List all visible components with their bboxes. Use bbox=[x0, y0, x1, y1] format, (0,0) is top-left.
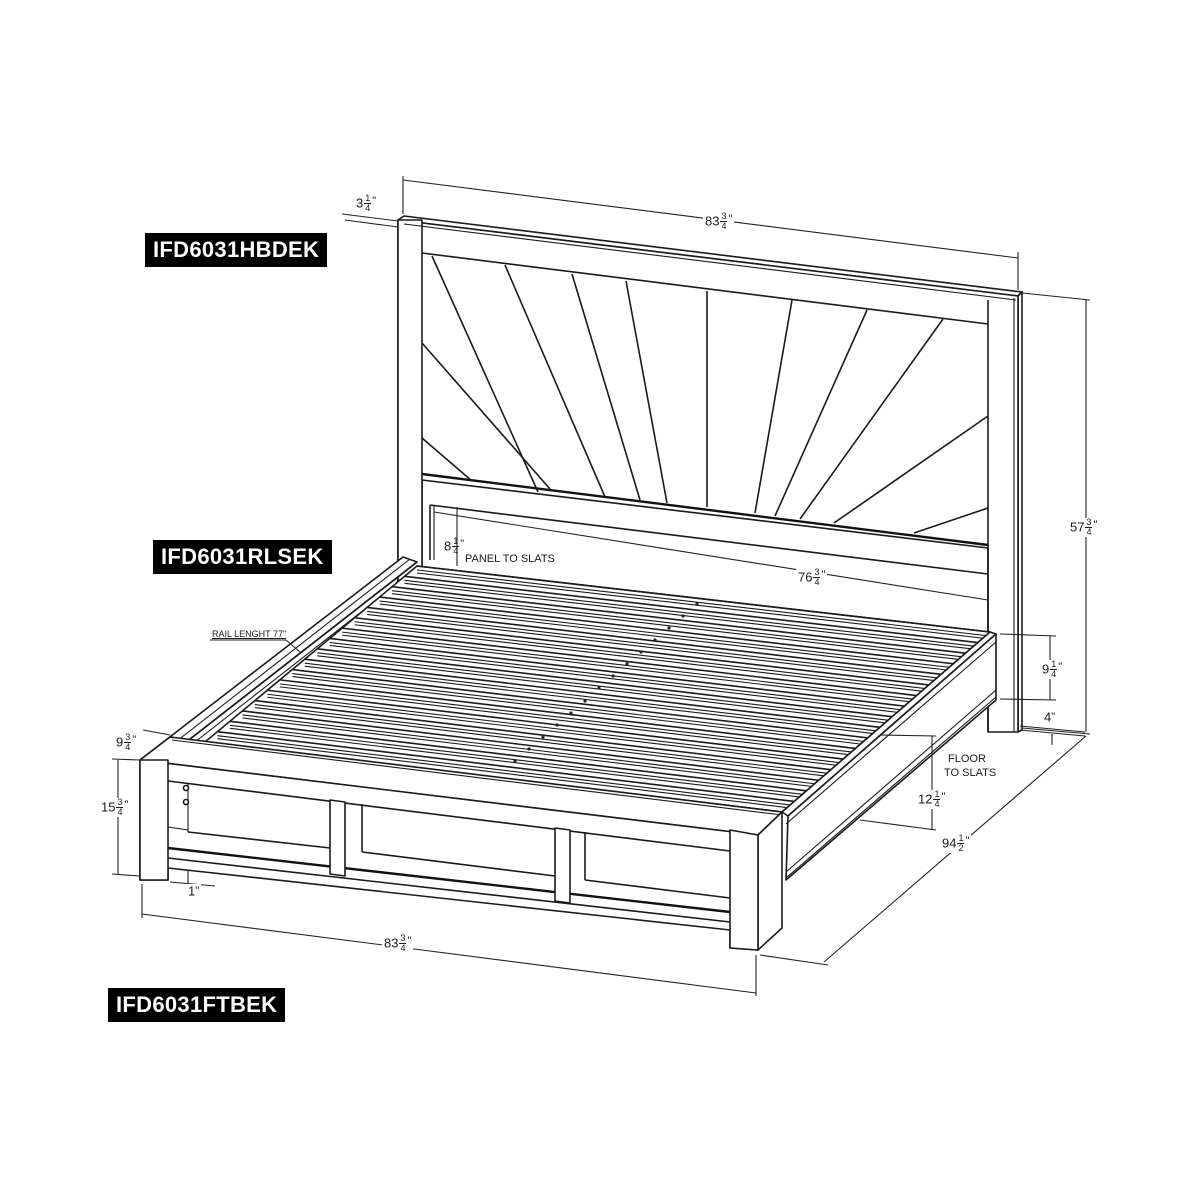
dim-whole: 8 bbox=[444, 538, 452, 554]
dim-unit: " bbox=[821, 569, 826, 581]
dim-num: 3 bbox=[720, 211, 728, 222]
dim-leg-clearance: 4" bbox=[1042, 709, 1058, 725]
dim-unit: " bbox=[132, 734, 137, 746]
note-line: FLOOR bbox=[948, 753, 986, 765]
slats bbox=[204, 565, 991, 813]
dim-whole: 9 bbox=[1042, 661, 1050, 677]
dim-whole: 1 bbox=[188, 883, 196, 899]
dim-whole: 15 bbox=[101, 799, 116, 815]
dim-whole: 9 bbox=[116, 734, 124, 750]
dim-unit: " bbox=[1093, 519, 1098, 531]
dim-unit: " bbox=[124, 799, 129, 811]
dim-footboard-clearance: 1" bbox=[186, 883, 202, 899]
dim-unit: " bbox=[372, 195, 377, 207]
rails-slats-part-label: IFD6031RLSEK bbox=[153, 540, 332, 574]
note-line: TO SLATS bbox=[944, 767, 997, 779]
dim-unit: " bbox=[1058, 661, 1063, 673]
dim-den: 4 bbox=[125, 742, 131, 752]
note-floor-to-slats: FLOOR TO SLATS bbox=[944, 752, 996, 780]
footboard bbox=[139, 736, 783, 951]
dim-whole: 3 bbox=[356, 195, 364, 211]
dim-num: 3 bbox=[399, 933, 407, 944]
dim-unit: " bbox=[460, 538, 465, 550]
dim-num: 1 bbox=[957, 833, 965, 844]
dim-num: 1 bbox=[933, 789, 941, 800]
dim-den: 4 bbox=[117, 807, 123, 817]
dim-unit: " bbox=[728, 213, 733, 225]
dim-whole: 76 bbox=[798, 569, 813, 585]
dim-whole: 12 bbox=[918, 791, 933, 807]
dim-den: 4 bbox=[934, 799, 940, 809]
dim-den: 4 bbox=[1051, 669, 1057, 679]
note-rail-length: RAIL LENGHT 77" bbox=[212, 629, 287, 639]
dim-den: 4 bbox=[365, 203, 371, 213]
headboard-part-label: IFD6031HBDEK bbox=[145, 233, 328, 267]
dim-unit: " bbox=[1051, 711, 1056, 723]
footboard-part-label: IFD6031FTBEK bbox=[108, 988, 286, 1022]
center-support-dots bbox=[513, 602, 699, 763]
dim-num: 3 bbox=[813, 567, 821, 578]
dim-num: 1 bbox=[452, 536, 460, 547]
dim-den: 4 bbox=[453, 546, 459, 556]
dim-unit: " bbox=[195, 885, 200, 897]
dim-unit: " bbox=[941, 791, 946, 803]
dim-whole: 83 bbox=[705, 213, 720, 229]
sunburst-panel bbox=[421, 255, 989, 534]
dim-num: 3 bbox=[1085, 517, 1093, 528]
dim-unit: " bbox=[407, 935, 412, 947]
dim-whole: 83 bbox=[384, 935, 399, 951]
dim-den: 2 bbox=[958, 843, 964, 853]
dim-unit: " bbox=[965, 835, 970, 847]
dim-whole: 57 bbox=[1070, 519, 1085, 535]
note-panel-to-slats: PANEL TO SLATS bbox=[465, 553, 555, 565]
dim-num: 3 bbox=[116, 797, 124, 808]
dim-den: 4 bbox=[1086, 527, 1092, 537]
dim-num: 1 bbox=[364, 193, 372, 204]
dim-whole: 94 bbox=[942, 835, 957, 851]
dim-whole: 4 bbox=[1044, 709, 1052, 725]
dim-den: 4 bbox=[814, 577, 820, 587]
dim-num: 3 bbox=[124, 732, 132, 743]
dim-den: 4 bbox=[400, 943, 406, 953]
dim-num: 1 bbox=[1050, 659, 1058, 670]
right-side-rail bbox=[781, 631, 997, 881]
dim-den: 4 bbox=[721, 221, 727, 231]
